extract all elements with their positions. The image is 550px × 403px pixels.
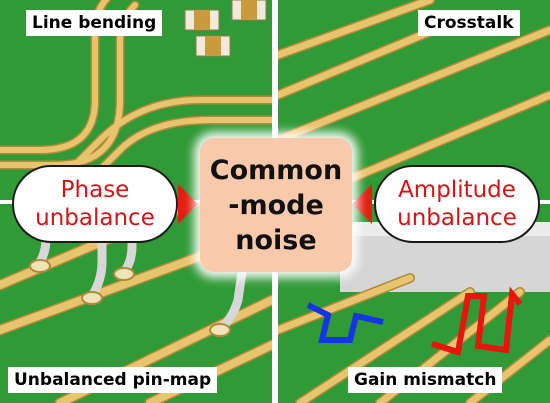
- center-line1: Common: [209, 154, 343, 186]
- label-unbalanced-pin-map: Unbalanced pin-map: [8, 367, 218, 393]
- phase-unbalance-pill: Phase unbalance: [12, 165, 178, 243]
- label-gain-mismatch: Gain mismatch: [348, 367, 503, 393]
- amplitude-unbalance-line2: unbalance: [397, 205, 517, 231]
- vias: [29, 259, 231, 337]
- blue-wave-icon: [306, 302, 384, 343]
- label-crosstalk: Crosstalk: [418, 10, 520, 36]
- triangle-arrow-left-icon: [352, 184, 372, 224]
- common-mode-noise-box: Common -mode noise: [200, 138, 352, 272]
- triangle-arrow-right-icon: [178, 184, 198, 224]
- amplitude-unbalance-line1: Amplitude: [398, 177, 516, 203]
- phase-unbalance-line2: unbalance: [35, 205, 155, 231]
- amplitude-unbalance-pill: Amplitude unbalance: [374, 165, 540, 243]
- center-line3: noise: [235, 224, 317, 256]
- label-line-bending: Line bending: [26, 10, 163, 36]
- phase-unbalance-line1: Phase: [60, 177, 130, 203]
- smd-components: [184, 0, 267, 57]
- center-line2: -mode: [228, 189, 324, 221]
- red-wave-icon: [431, 286, 523, 356]
